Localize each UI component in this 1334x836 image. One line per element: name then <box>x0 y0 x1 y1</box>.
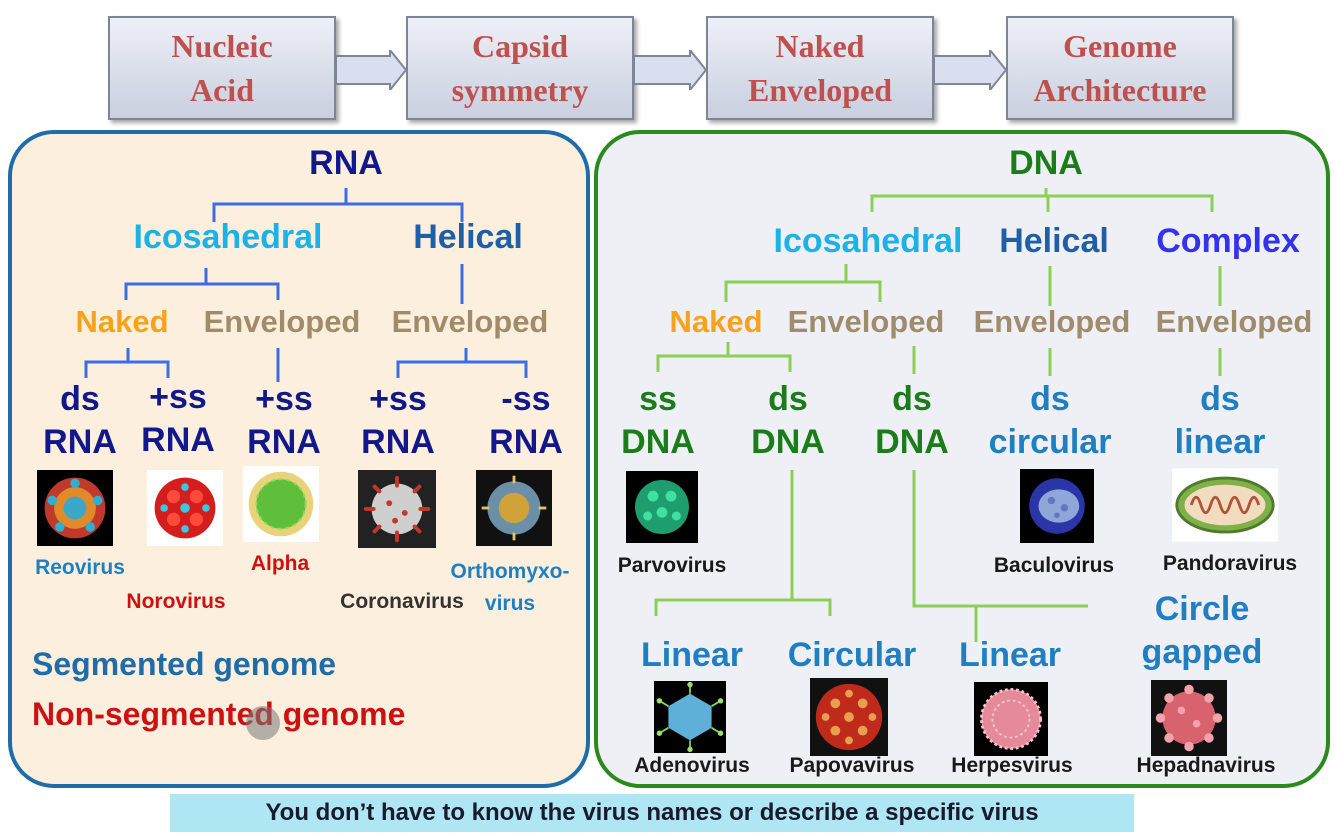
dna-enveloped-icosahedral: Enveloped <box>787 304 945 339</box>
flow-arrow-1 <box>336 50 408 90</box>
pointer-cursor <box>246 706 280 740</box>
dna-enveloped-helical: Enveloped <box>973 304 1131 339</box>
hepadnavirus-image <box>1148 680 1230 756</box>
footer-note: You don’t have to know the virus names o… <box>170 794 1134 832</box>
dna-connectors <box>654 188 1222 642</box>
rna-genome-pss-noro: +ss RNA <box>141 378 215 459</box>
adenovirus-image <box>654 680 726 754</box>
papovavirus-image <box>810 678 888 756</box>
rna-enveloped-helical: Enveloped <box>391 304 549 339</box>
dna-panel <box>594 130 1330 788</box>
herpesvirus-label: Herpesvirus <box>951 754 1073 777</box>
coronavirus-label: Coronavirus <box>340 590 464 613</box>
architecture-circle-gapped: Circle gapped <box>1141 590 1263 671</box>
flow-step-genome-architecture: Genome Architecture <box>1006 16 1234 120</box>
baculovirus-image <box>1020 468 1094 544</box>
coronavirus-image <box>356 470 438 548</box>
reovirus-image <box>36 470 114 546</box>
rna-panel <box>8 130 590 788</box>
rna-enveloped-icosahedral: Enveloped <box>203 304 361 339</box>
baculovirus-label: Baculovirus <box>993 554 1115 577</box>
rna-genome-pss-corona: +ss RNA <box>361 380 435 461</box>
flow-step-naked-enveloped: Naked Enveloped <box>706 16 934 120</box>
orthomyxovirus-label: Orthomyxo- virus <box>450 560 570 615</box>
flow-arrow-2 <box>634 50 708 90</box>
dna-genome-ds-linear: ds linear <box>1174 380 1266 461</box>
flow-step-nucleic-acid: Nucleic Acid <box>108 16 336 120</box>
flow-step-capsid-symmetry: Capsid symmetry <box>406 16 634 120</box>
dna-genome-ss: ss DNA <box>621 380 695 461</box>
legend-non-segmented: Non-segmented genome <box>32 696 406 732</box>
dna-genome-ds-naked: ds DNA <box>751 380 825 461</box>
dna-naked: Naked <box>669 304 763 339</box>
alphavirus-label: Alpha <box>250 552 310 575</box>
rna-genome-ds: ds RNA <box>43 380 117 461</box>
legend-segmented: Segmented genome <box>32 646 337 682</box>
rna-helical: Helical <box>413 218 523 256</box>
dna-genome-ds-circular: ds circular <box>988 380 1112 461</box>
rna-root: RNA <box>309 144 383 182</box>
pandoravirus-label: Pandoravirus <box>1162 552 1298 575</box>
rna-naked: Naked <box>75 304 169 339</box>
parvovirus-label: Parvovirus <box>617 554 727 577</box>
norovirus-image <box>146 470 224 546</box>
herpesvirus-image <box>974 682 1048 756</box>
dna-genome-ds-enveloped: ds DNA <box>875 380 949 461</box>
adenovirus-label: Adenovirus <box>634 754 750 777</box>
dna-enveloped-complex: Enveloped <box>1155 304 1313 339</box>
papovavirus-label: Papovavirus <box>789 754 915 777</box>
rna-icosahedral: Icosahedral <box>133 218 323 256</box>
flow-arrow-3 <box>934 50 1008 90</box>
norovirus-label: Norovirus <box>126 590 226 613</box>
hepadnavirus-label: Hepadnavirus <box>1136 754 1276 777</box>
rna-genome-pss-alpha: +ss RNA <box>247 380 321 461</box>
architecture-linear-herpes: Linear <box>958 636 1062 674</box>
reovirus-label: Reovirus <box>35 556 125 579</box>
rna-connectors <box>84 188 528 382</box>
architecture-circular-papova: Circular <box>787 636 917 674</box>
architecture-linear-adeno: Linear <box>640 636 744 674</box>
dna-icosahedral: Icosahedral <box>773 222 963 260</box>
orthomyxovirus-image <box>476 470 552 546</box>
dna-helical: Helical <box>999 222 1109 260</box>
dna-complex: Complex <box>1156 222 1300 260</box>
alphavirus-image <box>242 466 320 542</box>
dna-root: DNA <box>1009 144 1083 182</box>
parvovirus-image <box>626 470 698 544</box>
rna-genome-mss: -ss RNA <box>489 380 563 461</box>
pandoravirus-image <box>1172 468 1278 542</box>
